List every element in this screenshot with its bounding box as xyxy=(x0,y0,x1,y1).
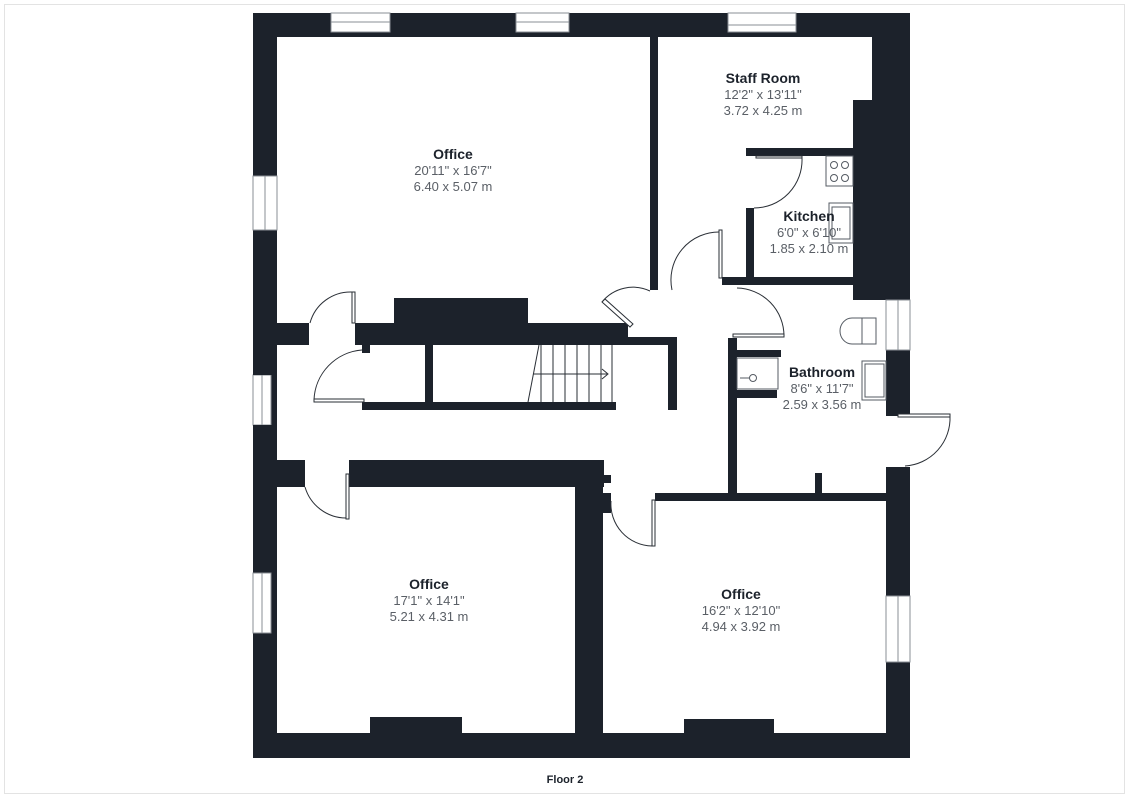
interior-walls xyxy=(253,37,886,737)
toilet-icon xyxy=(839,317,877,345)
door-office-lower-left xyxy=(304,473,350,520)
room-dimensions-metric: 2.59 x 3.56 m xyxy=(782,397,862,412)
room-name: Bathroom xyxy=(788,364,856,380)
room-name: Staff Room xyxy=(725,70,801,86)
window-left-1 xyxy=(252,175,278,231)
room-office-lower-left: Office 17'1" x 14'1" 5.21 x 4.31 m xyxy=(390,576,469,625)
door-storage xyxy=(313,349,365,403)
room-dimensions-metric: 6.40 x 5.07 m xyxy=(413,179,493,194)
hob-icon xyxy=(825,155,854,187)
room-dimensions-metric: 4.94 x 3.92 m xyxy=(701,619,781,634)
windows xyxy=(252,12,911,663)
window-top-1 xyxy=(330,12,391,33)
room-name: Kitchen xyxy=(783,208,835,224)
room-dimensions-imperial: 17'1" x 14'1" xyxy=(393,593,465,608)
floor-label: Floor 2 xyxy=(546,774,584,786)
fixtures xyxy=(736,155,887,401)
door-kitchen xyxy=(753,155,803,209)
door-office-upper xyxy=(309,291,356,324)
room-staff-room: Staff Room 12'2" x 13'11" 3.72 x 4.25 m xyxy=(724,70,803,119)
room-dimensions-metric: 1.85 x 2.10 m xyxy=(769,241,849,256)
window-left-2 xyxy=(252,374,272,426)
room-kitchen: Kitchen 6'0" x 6'10" 1.85 x 2.10 m xyxy=(770,208,849,257)
room-dimensions-metric: 5.21 x 4.31 m xyxy=(389,609,469,624)
door-staff-room xyxy=(670,229,723,291)
room-name: Office xyxy=(433,146,473,162)
door-staff-angled xyxy=(601,286,651,328)
door-office-lower-right xyxy=(610,499,656,547)
window-top-3 xyxy=(727,12,797,33)
room-name: Office xyxy=(721,586,761,602)
window-left-3 xyxy=(252,572,272,634)
doors xyxy=(304,155,951,547)
basin-icon xyxy=(861,360,887,401)
room-dimensions-imperial: 16'2" x 12'10" xyxy=(701,603,781,618)
window-top-2 xyxy=(515,12,570,33)
door-bathroom xyxy=(732,287,785,338)
room-dimensions-imperial: 20'11" x 16'7" xyxy=(414,163,492,178)
window-right-1 xyxy=(885,299,911,351)
window-right-2 xyxy=(885,595,911,663)
kitchen-sink-icon xyxy=(828,202,854,244)
room-bathroom: Bathroom 8'6" x 11'7" 2.59 x 3.56 m xyxy=(783,364,862,413)
page-frame xyxy=(4,4,1125,794)
door-exterior-right xyxy=(897,413,951,467)
shower-icon xyxy=(736,357,779,390)
room-name: Office xyxy=(409,576,449,592)
room-office-upper-left: Office 20'11" x 16'7" 6.40 x 5.07 m xyxy=(414,146,493,195)
room-dimensions-imperial: 8'6" x 11'7" xyxy=(790,381,854,396)
room-dimensions-imperial: 6'0" x 6'10" xyxy=(776,225,842,240)
room-dimensions-imperial: 12'2" x 13'11" xyxy=(724,87,802,102)
stairs xyxy=(527,344,613,403)
room-office-lower-right: Office 16'2" x 12'10" 4.94 x 3.92 m xyxy=(702,586,781,635)
room-dimensions-metric: 3.72 x 4.25 m xyxy=(723,103,803,118)
